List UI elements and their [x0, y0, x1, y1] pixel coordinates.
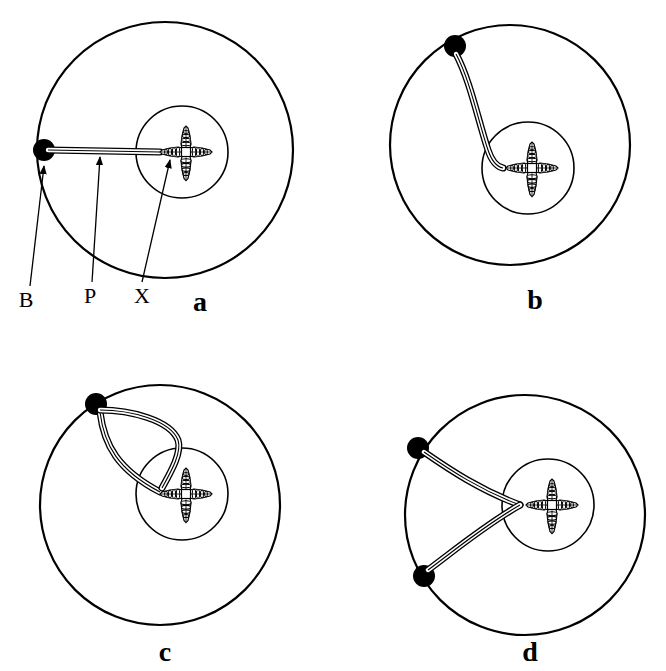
leader-line [142, 160, 170, 282]
cell-d [405, 395, 645, 635]
panel-letter: d [522, 638, 538, 666]
cell-b [390, 25, 630, 265]
part-label: B [19, 289, 34, 311]
panel-letter: c [159, 638, 171, 666]
part-label: X [134, 285, 150, 307]
leader-line [30, 166, 44, 286]
part-label: P [84, 285, 96, 307]
cell-c [40, 385, 280, 625]
panel-letter: b [527, 286, 543, 314]
cell-a [33, 22, 293, 278]
leader-line [92, 157, 100, 282]
panel-letter: a [193, 288, 207, 316]
